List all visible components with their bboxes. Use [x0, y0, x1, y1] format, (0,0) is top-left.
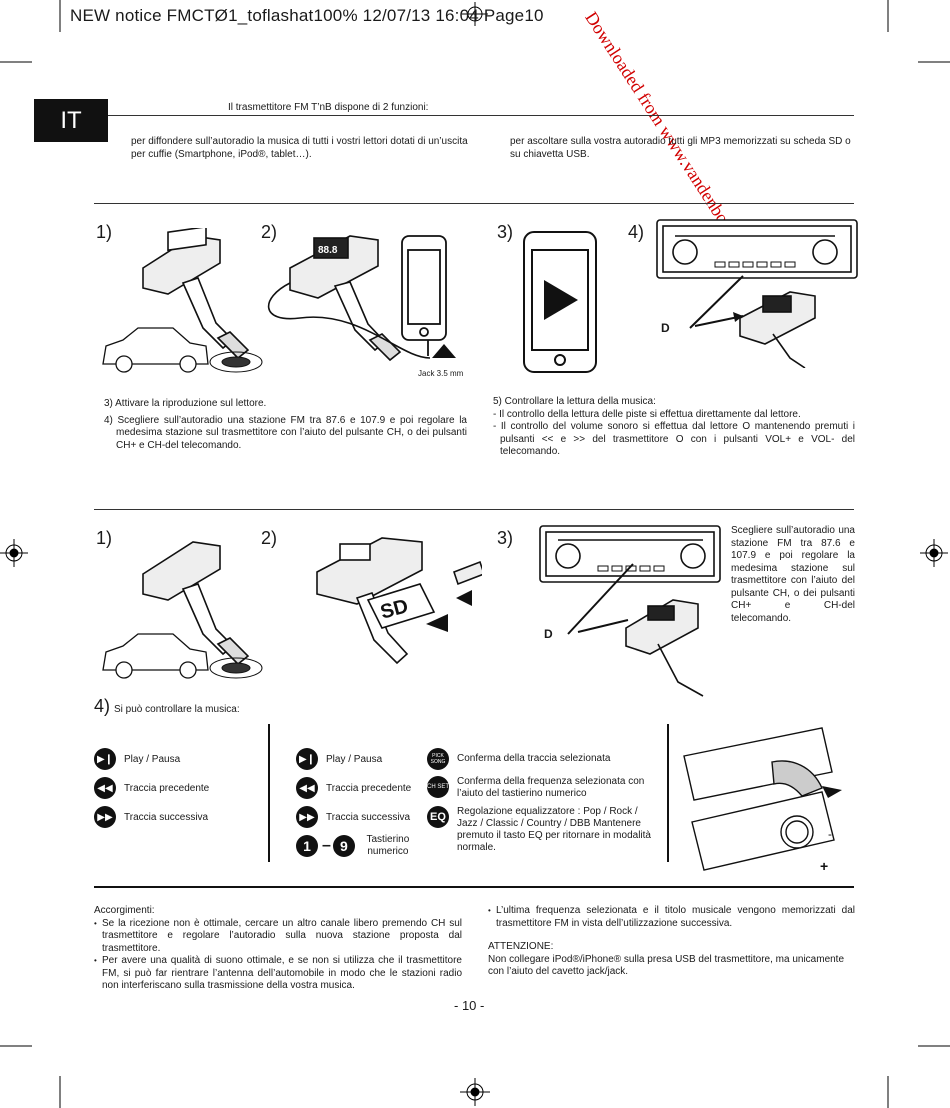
divider — [94, 886, 854, 888]
control-row: ▶▶ Traccia successiva — [296, 806, 413, 828]
battery-plus: + — [820, 858, 828, 874]
d-label: D — [544, 627, 553, 641]
step-number: 3) — [497, 222, 514, 242]
attention-heading: ATTENZIONE: — [488, 941, 554, 952]
transmitter-car-illustration — [102, 228, 263, 373]
instruction-3: 3) Attivare la riproduzione sul lettore. — [104, 398, 267, 409]
tip-item: Se la ricezione non è ottimale, cercare … — [94, 918, 462, 956]
control-label: Traccia precedente — [326, 782, 412, 794]
registration-mark-bottom-icon — [460, 1078, 490, 1106]
tip-item: L’ultima frequenza selezionata e il tito… — [488, 905, 855, 930]
divider — [108, 115, 854, 116]
previous-track-icon: ◀◀ — [94, 777, 116, 799]
control-row: PICK SONG Conferma della traccia selezion… — [427, 748, 657, 770]
control-label: Conferma della frequenza selezionata con… — [457, 776, 645, 799]
step-number: 2) — [261, 222, 278, 242]
control-row: ◀◀ Traccia precedente — [94, 777, 209, 799]
transmitter-car-illustration — [102, 541, 263, 679]
ch-set-icon: CH SET — [427, 776, 449, 798]
battery-minus: - — [828, 827, 832, 841]
instruction-5: 5) Controllare la lettura della musica: — [493, 396, 656, 407]
key-9-icon: 9 — [332, 835, 355, 857]
step-number: 4) — [628, 222, 645, 242]
transmitter-phone-illustration: 88.8 — [267, 235, 456, 362]
lcd-display: 88.8 — [318, 245, 338, 256]
registration-mark-left-icon — [0, 539, 28, 567]
divider — [94, 203, 854, 204]
control-label: Play / Pausa — [326, 753, 383, 765]
control-row: ◀◀ Traccia precedente — [296, 777, 413, 799]
step-number: 4) — [94, 696, 111, 716]
print-header: NEW notice FMCTØ1_toflashat100% 12/07/13… — [70, 6, 544, 25]
controls-col2: ▶❙ Play / Pausa ◀◀ Traccia precedente ▶▶ Tr… — [296, 748, 413, 858]
control-row: ▶▶ Traccia successiva — [94, 806, 209, 828]
step-number: 3) — [497, 528, 514, 548]
controls-col3: PICK SONG Conferma della traccia selezion… — [427, 748, 657, 854]
tip-item: Per avere una qualità di suono ottimale,… — [94, 955, 462, 993]
step-number: 1) — [96, 528, 113, 548]
tips-left: Accorgimenti: Se la ricezione non è otti… — [94, 905, 462, 993]
next-track-icon: ▶▶ — [296, 806, 318, 828]
intro-heading: Il trasmettitore FM T’nB dispone di 2 fu… — [228, 102, 429, 113]
smartphone-play-illustration — [523, 231, 597, 373]
next-track-icon: ▶▶ — [94, 806, 116, 828]
step4-text: Si può controllare la musica: — [114, 704, 240, 715]
eq-icon: EQ — [427, 806, 449, 828]
instructions-right: 5) Controllare la lettura della musica: … — [493, 396, 855, 459]
key-1-icon: 1 — [296, 835, 318, 857]
play-pause-icon: ▶❙ — [94, 748, 116, 770]
play-pause-icon: ▶❙ — [296, 748, 318, 770]
remote-battery-illustration: - + — [683, 727, 842, 874]
controls-col1: ▶❙ Play / Pausa ◀◀ Traccia precedente ▶▶ Tr… — [94, 748, 209, 828]
arrow-icon — [432, 344, 456, 358]
d-label: D — [661, 321, 670, 335]
pick-song-icon: PICK SONG — [427, 748, 449, 770]
divider — [268, 724, 270, 862]
control-label: Conferma della traccia selezionata — [457, 753, 611, 764]
instruction-5b: - Il controllo del volume sonoro si effe… — [493, 421, 855, 457]
tips-heading: Accorgimenti: — [94, 905, 155, 916]
keypad-dash: – — [322, 837, 331, 854]
control-label: Traccia successiva — [326, 811, 411, 823]
tips-right: L’ultima frequenza selezionata e il tito… — [488, 905, 855, 979]
step4-heading: 4) Si può controllare la musica: — [94, 696, 240, 717]
control-label: Traccia precedente — [124, 782, 210, 794]
keypad-row: 1 – 9 Tastierino numerico — [296, 834, 413, 858]
language-tab: IT — [34, 99, 108, 142]
jack-label: Jack 3.5 mm — [418, 369, 464, 378]
divider — [667, 724, 669, 862]
control-label: Regolazione equalizzatore : Pop / Rock /… — [457, 806, 651, 853]
step-number: 2) — [261, 528, 278, 548]
car-radio-illustration — [539, 525, 721, 697]
control-row: ▶❙ Play / Pausa — [94, 748, 209, 770]
instruction-5a: - Il controllo della lettura delle piste… — [493, 408, 801, 420]
transmitter-sd-usb-illustration: SD — [316, 537, 482, 665]
registration-mark-right-icon — [920, 539, 948, 567]
control-row: EQ Regolazione equalizzatore : Pop / Rock… — [427, 806, 657, 854]
divider — [94, 509, 854, 510]
arrow-icon — [426, 614, 448, 632]
arrow-icon — [456, 590, 472, 606]
intro-left: per diffondere sull’autoradio la musica … — [131, 136, 468, 160]
keypad-label: Tastierino numerico — [366, 834, 410, 857]
intro-right: per ascoltare sulla vostra autoradio tut… — [510, 136, 851, 160]
step-number: 1) — [96, 222, 113, 242]
control-label: Traccia successiva — [124, 811, 209, 823]
control-row: ▶❙ Play / Pausa — [296, 748, 413, 770]
play-icon — [544, 280, 578, 320]
step3-description: Scegliere sull’autoradio una stazione FM… — [731, 525, 855, 624]
control-label: Play / Pausa — [124, 753, 181, 765]
previous-track-icon: ◀◀ — [296, 777, 318, 799]
instruction-4: 4) Scegliere sull’autoradio una stazione… — [104, 414, 467, 451]
attention-text: Non collegare iPod®/iPhone® sulla presa … — [488, 953, 845, 978]
car-radio-illustration — [656, 219, 858, 368]
page-number: - 10 - — [454, 998, 485, 1013]
registration-mark-top-icon — [462, 2, 488, 26]
control-row: CH SET Conferma della frequenza seleziona… — [427, 776, 657, 800]
instructions-left: 3) Attivare la riproduzione sul lettore.… — [104, 398, 467, 452]
